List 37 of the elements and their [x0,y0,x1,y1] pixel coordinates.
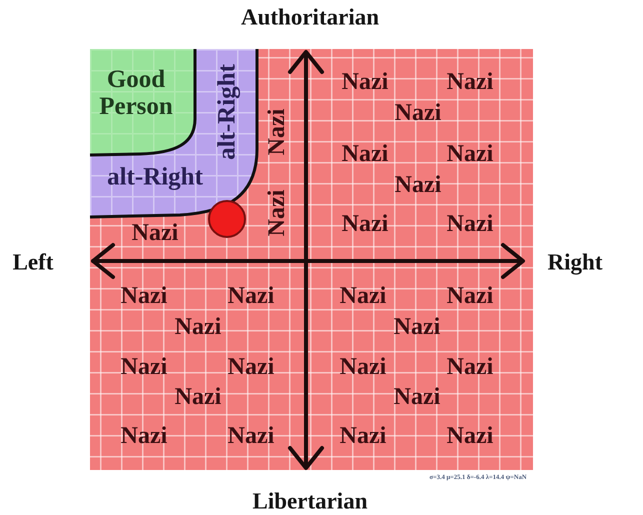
inner-corner-region [90,49,197,157]
region-label: Nazi [342,70,388,94]
region-label: Nazi [394,101,442,125]
region-label: alt-Right [107,164,203,190]
compass-grid [90,49,533,470]
axis-label: Right [548,250,602,274]
axis-label: Left [12,250,54,274]
region-label: alt-Right [214,64,240,160]
region-label: Nazi [265,108,289,156]
region-label: Nazi [446,142,494,166]
region-label: Nazi [174,315,222,339]
region-label: Nazi [446,284,494,308]
region-label: Nazi [120,355,168,379]
axis-label: Libertarian [252,490,368,512]
region-label: Good Person [99,66,173,120]
region-label: Nazi [228,355,274,379]
region-label: Nazi [174,385,222,409]
region-label: Nazi [265,190,289,236]
region-label: Nazi [340,284,386,308]
region-label: Nazi [228,284,274,308]
region-label: Nazi [446,70,494,94]
region-label: Nazi [446,424,494,448]
region-label: Nazi [394,385,440,409]
region-label: Nazi [342,142,388,166]
outer-corner-region [90,49,258,219]
region-label: Nazi [342,212,388,236]
region-label: Nazi [446,355,494,379]
region-label: Nazi [446,212,494,236]
region-label: Nazi [228,424,274,448]
axis-label: Authoritarian [241,6,379,28]
region-label: Nazi [120,424,168,448]
region-label: Nazi [340,355,386,379]
region-label: Nazi [394,315,440,339]
region-label: Nazi [340,424,386,448]
region-label: Nazi [120,284,168,308]
region-label: Nazi [132,221,178,245]
region-label: Nazi [394,173,442,197]
